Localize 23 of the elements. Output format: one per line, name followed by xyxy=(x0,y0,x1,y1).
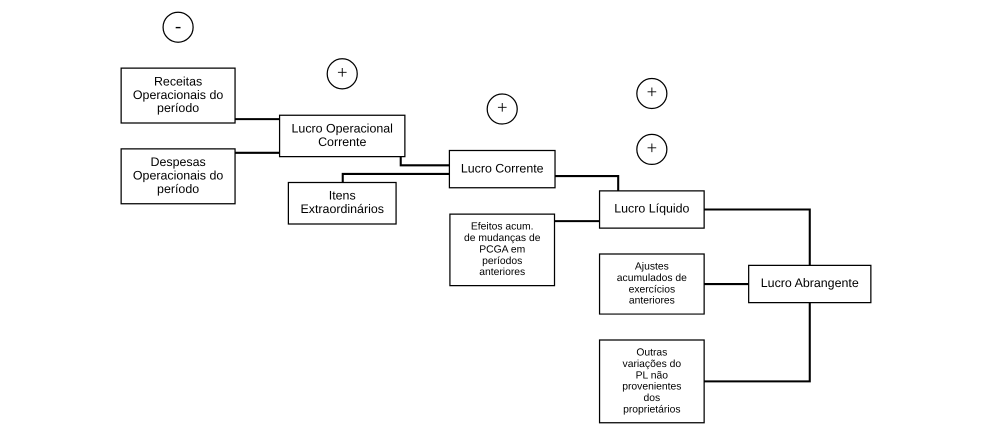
connector xyxy=(236,118,280,120)
node-box: Outras variações do PL não provenientes dos proprietários xyxy=(598,339,705,424)
node-box: Despesas Operacionais do período xyxy=(120,148,236,204)
node-box: Efeitos acum. de mudanças de PCGA em períodos anteriores xyxy=(449,214,556,286)
node-circle: + xyxy=(636,78,668,110)
node-box: Lucro Corrente xyxy=(448,150,556,188)
connector xyxy=(400,156,450,166)
node-circle: - xyxy=(162,12,194,43)
node-circle: + xyxy=(636,134,668,166)
node-circle: + xyxy=(486,93,518,125)
node-box: Lucro Abrangente xyxy=(748,264,872,304)
node-box: Receitas Operacionais do período xyxy=(120,68,236,124)
connector xyxy=(236,152,280,154)
node-box: Ajustes acumulados de exercícios anteriores xyxy=(598,253,705,315)
connector xyxy=(554,220,600,222)
connector xyxy=(704,208,811,266)
node-box: Itens Extraordinários xyxy=(288,182,397,225)
connector xyxy=(342,172,450,182)
connector xyxy=(704,302,811,382)
connector xyxy=(704,283,749,286)
node-circle: + xyxy=(326,58,358,90)
node-box: Lucro Líquido xyxy=(598,190,705,229)
node-box: Lucro Operacional Corrente xyxy=(278,114,406,158)
